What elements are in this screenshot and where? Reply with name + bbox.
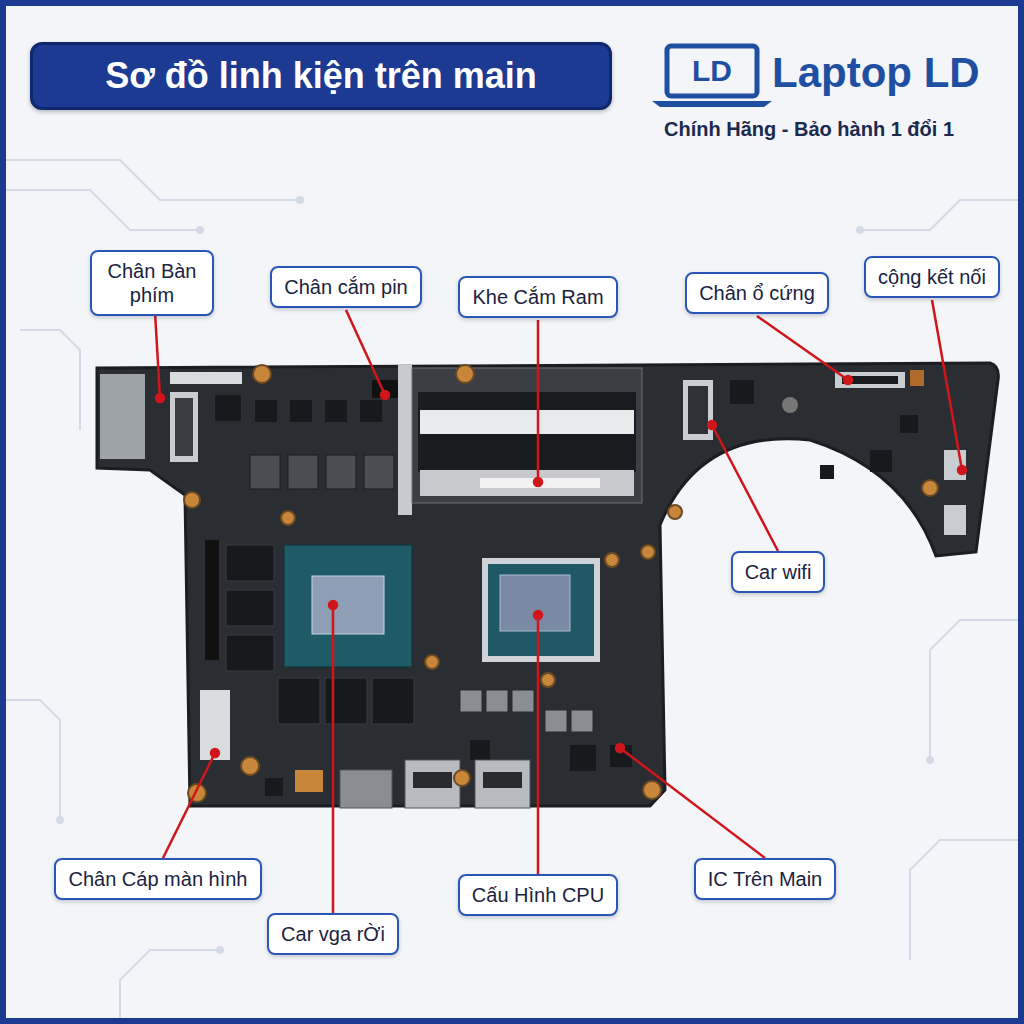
brand-name: Laptop LD	[772, 50, 980, 96]
callout-text: IC Trên Main	[708, 867, 822, 891]
callout-box: Car wifi	[731, 551, 826, 593]
callout-box: Chân Cáp màn hình	[54, 858, 261, 900]
logo-mark: LD	[667, 54, 757, 87]
callout-box: Khe Cắm Ram	[458, 276, 617, 318]
callout-text: Cấu Hình CPU	[472, 883, 604, 907]
callout-text: Chân cắm pin	[284, 275, 407, 299]
callout-box: cộng kết nối	[864, 256, 1000, 298]
title-banner: Sơ đồ linh kiện trên main	[30, 42, 612, 110]
callout-box: Chân cắm pin	[270, 266, 421, 308]
callout-text: cộng kết nối	[878, 265, 986, 289]
callout-text: Khe Cắm Ram	[472, 285, 603, 309]
callout-box: Cấu Hình CPU	[458, 874, 618, 916]
callout-box: Car vga rỜi	[267, 913, 399, 955]
callout-box: Chân Bàn phím	[90, 250, 214, 316]
callout-text: Chân Cáp màn hình	[68, 867, 247, 891]
callout-text: Chân Bàn phím	[104, 259, 200, 307]
callout-box: IC Trên Main	[694, 858, 836, 900]
callout-text: Car wifi	[745, 560, 812, 584]
callout-text: Car vga rỜi	[281, 922, 385, 946]
callout-box: Chân ổ cứng	[685, 272, 829, 314]
brand-slogan: Chính Hãng - Bảo hành 1 đổi 1	[664, 118, 954, 140]
callout-text: Chân ổ cứng	[699, 281, 815, 305]
